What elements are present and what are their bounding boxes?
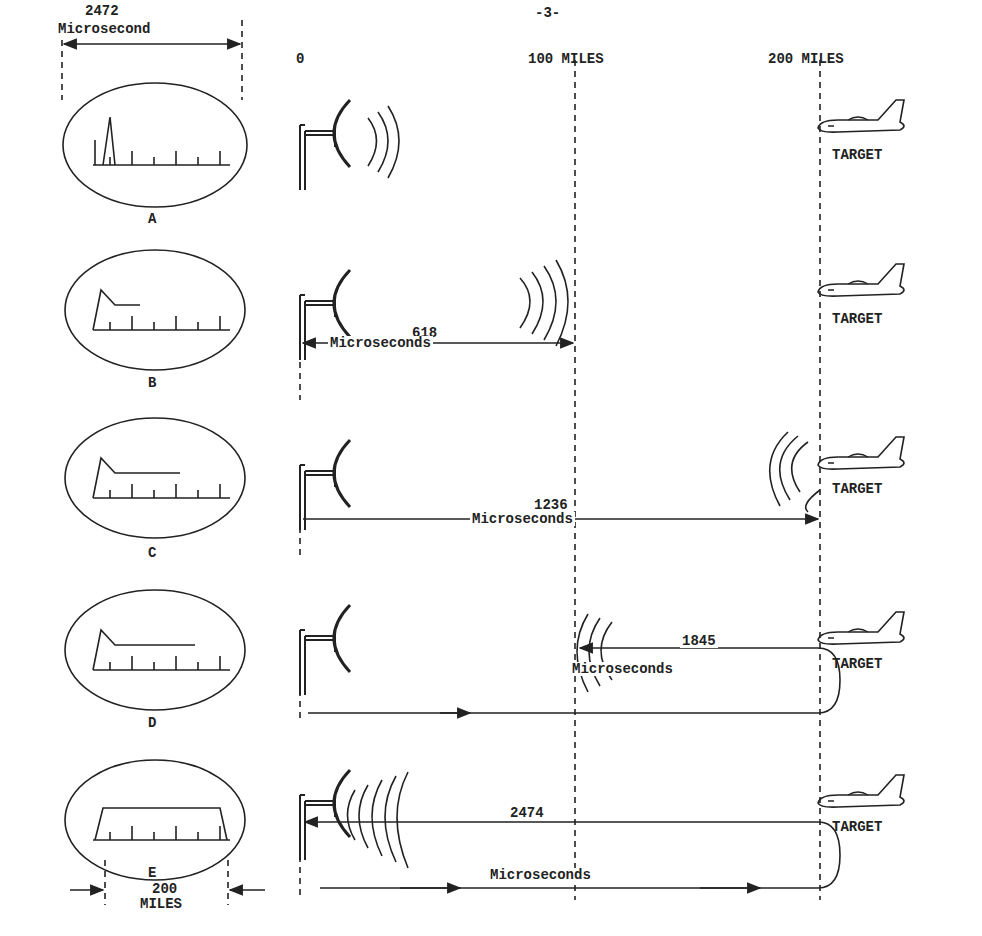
- dimension-unit: MILES: [140, 897, 182, 911]
- scope-trace: [93, 630, 230, 670]
- scope-trace: [93, 117, 230, 165]
- dimension-unit: Microsecond: [58, 22, 150, 36]
- dimension-value: 200: [150, 882, 179, 896]
- time-unit: Microseconds: [488, 868, 593, 882]
- scope-trace: [93, 458, 230, 498]
- panel-letter: A: [148, 212, 156, 226]
- panel-letter: D: [148, 716, 156, 730]
- dimension-value: 2472: [85, 4, 119, 18]
- time-value: 1845: [680, 634, 718, 648]
- scope-trace: [93, 290, 230, 330]
- range-mark: 200 MILES: [768, 52, 844, 66]
- panel-letter: B: [148, 376, 156, 390]
- target-label: TARGET: [832, 312, 882, 326]
- page-number: -3-: [535, 6, 560, 20]
- target-label: TARGET: [832, 148, 882, 162]
- target-label: TARGET: [832, 820, 882, 834]
- time-value: 1236: [532, 498, 570, 512]
- panel-letter: E: [148, 866, 156, 880]
- range-mark: 100 MILES: [528, 52, 604, 66]
- time-unit: Microseconds: [570, 662, 675, 676]
- target-label: TARGET: [832, 657, 882, 671]
- time-value: 2474: [508, 806, 546, 820]
- range-mark: 0: [296, 52, 304, 66]
- time-unit: Microseconds: [328, 336, 433, 350]
- target-label: TARGET: [832, 482, 882, 496]
- scope-trace: [93, 808, 230, 840]
- time-unit: Microseconds: [470, 512, 575, 526]
- panel-letter: C: [148, 546, 156, 560]
